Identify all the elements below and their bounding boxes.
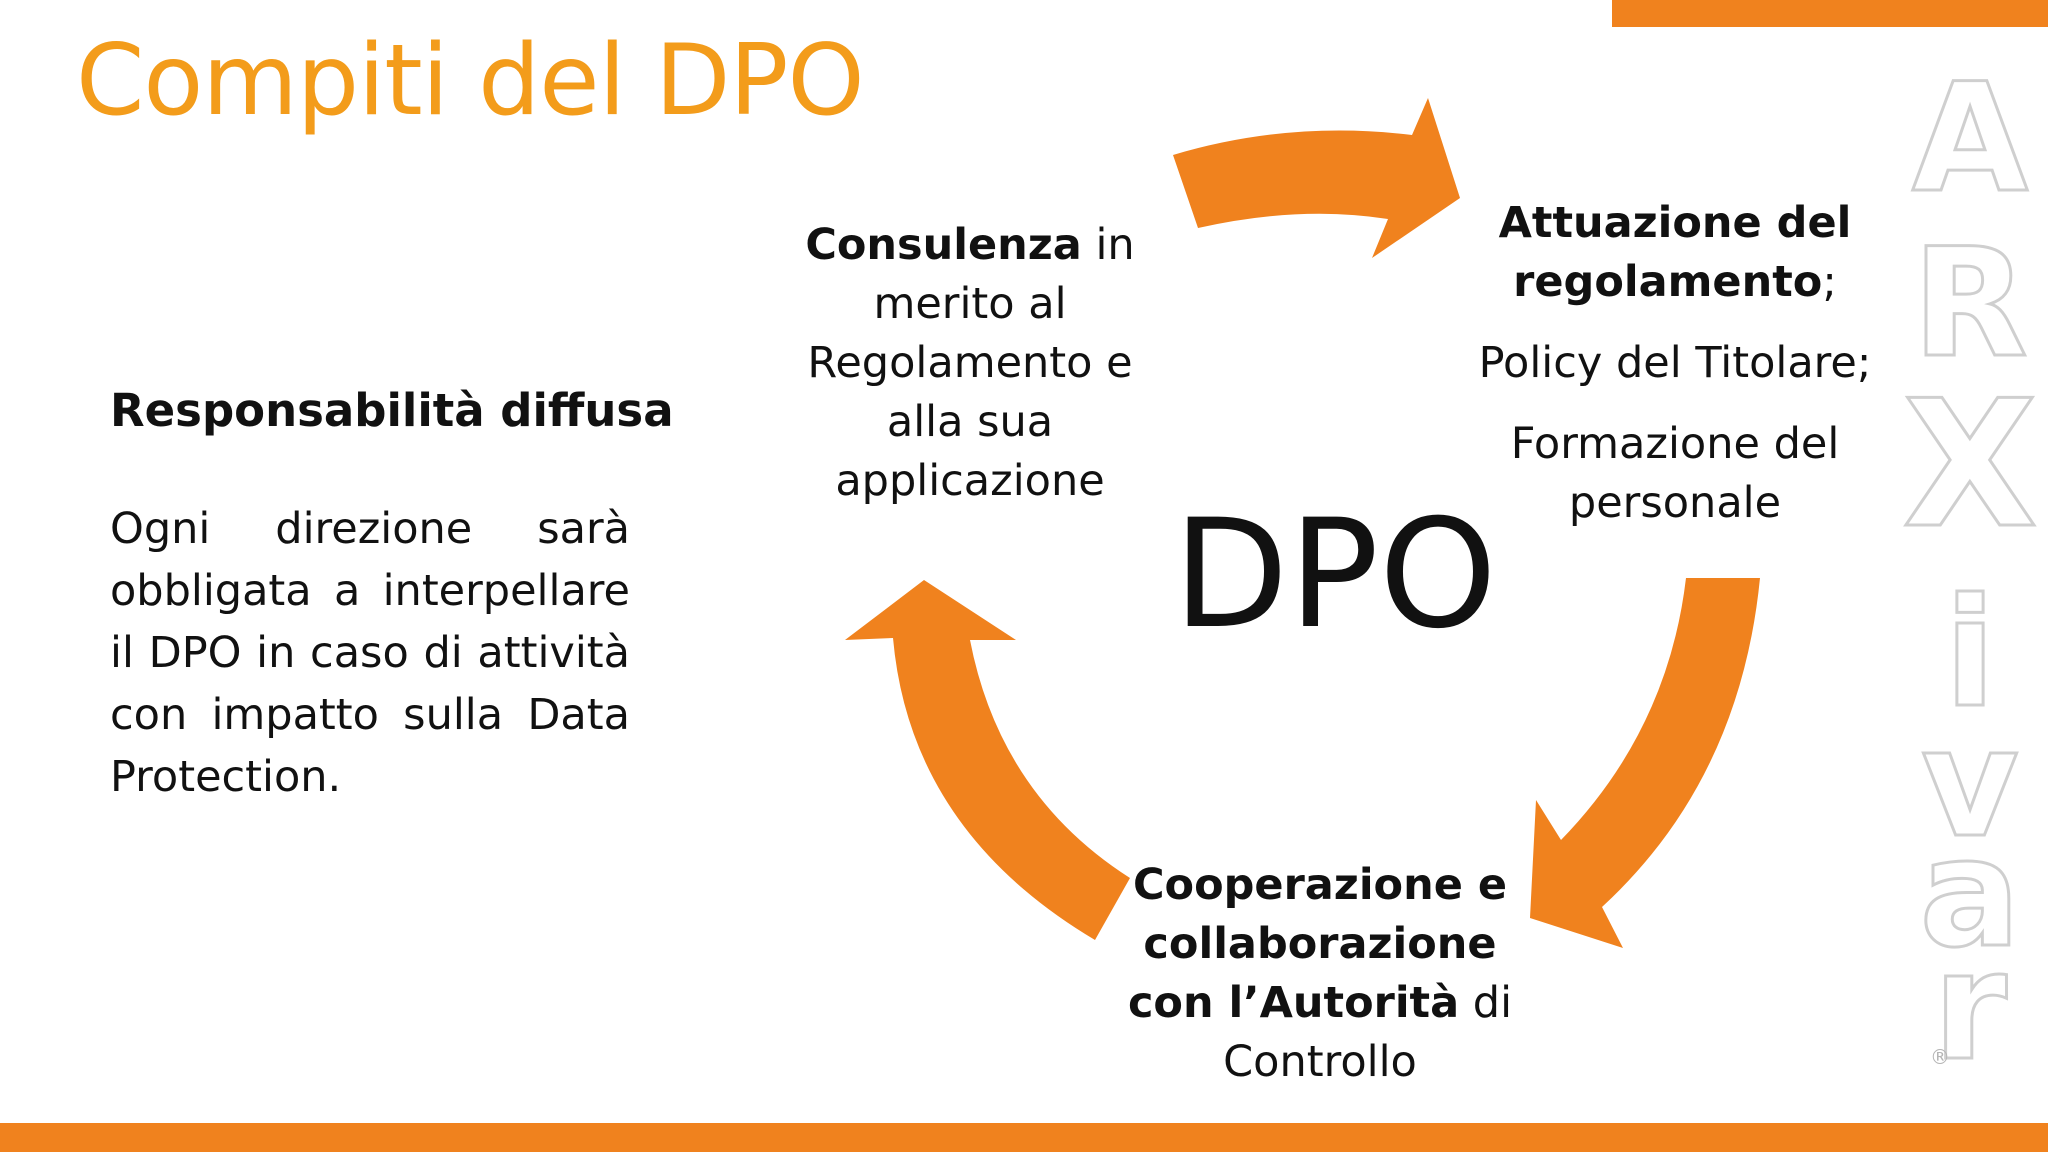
center-dpo-label: DPO [1172,488,1498,662]
label-formazione: Formazione del personale [1510,419,1840,528]
logo-letter-a2: a [1919,807,2020,981]
label-cooperazione-bold: Cooperazione e collaborazione con l’Auto… [1127,860,1508,1028]
label-attuazione-bold: Attuazione del regolamento [1498,198,1852,307]
logo-registered-mark: ® [1930,1045,1950,1069]
label-cooperazione: Cooperazione e collaborazione con l’Auto… [1110,856,1530,1092]
left-body-text: Ogni direzione sarà obbligata a interpel… [110,504,630,802]
slide-title: Compiti del DPO [76,24,865,138]
arrow-top [1173,98,1460,258]
logo-letter-i: i [1944,567,1995,741]
left-heading: Responsabilità diffusa [110,384,674,437]
left-text-block: Responsabilità diffusa Ogni direzione sa… [110,380,674,808]
label-attuazione-punct: ; [1822,257,1837,307]
label-attuazione: Attuazione del regolamento; Policy del T… [1440,194,1910,533]
logo-letter-r: R [1912,217,2028,391]
logo-letter-x: X [1903,364,2038,567]
arrow-right [1530,578,1760,948]
arrow-bottom-left [845,580,1130,940]
top-accent-bar [1612,0,2048,27]
label-consulenza-rest: in merito al Regolamento e alla sua appl… [807,220,1135,506]
label-policy: Policy del Titolare; [1478,338,1872,388]
label-consulenza: Consulenza in merito al Regolamento e al… [770,216,1170,511]
logo-letter-a: A [1912,60,2028,226]
bottom-accent-bar [0,1123,2048,1152]
logo-letter-v: v [1921,697,2019,871]
logo-letter-r2: r [1933,920,2007,1080]
label-cooperazione-rest: di Controllo [1223,978,1513,1087]
label-consulenza-bold: Consulenza [805,220,1082,270]
arxivar-logo: A R X i v a r ® [1901,60,2039,1080]
